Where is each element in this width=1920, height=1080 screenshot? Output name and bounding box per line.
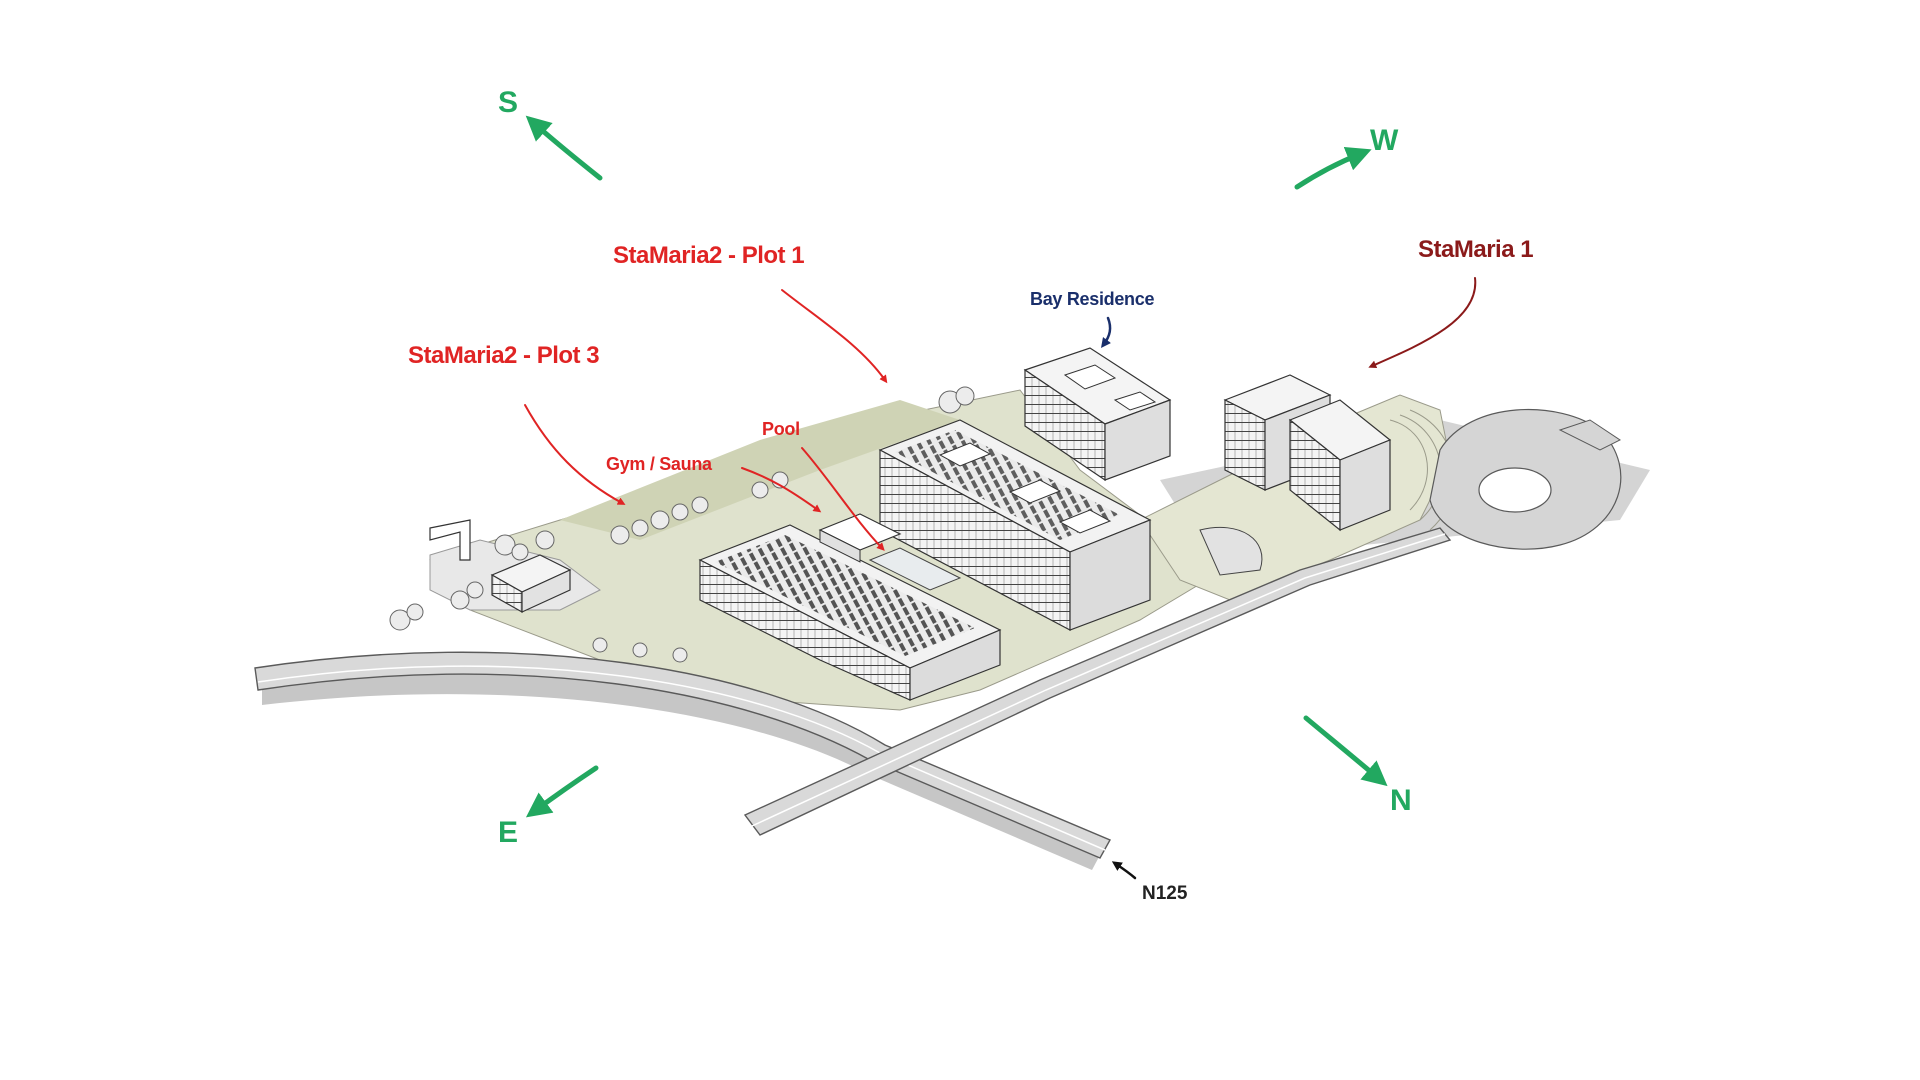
- compass-label-north: N: [1390, 784, 1412, 817]
- pool-pointer: [801, 447, 885, 551]
- roads: [254, 409, 1622, 870]
- label-pointers: [524, 277, 1477, 880]
- label-pool: Pool: [762, 419, 800, 439]
- label-stamaria2-plot3: StaMaria2 - Plot 3: [408, 342, 600, 369]
- label-stamaria2-plot1: StaMaria2 - Plot 1: [613, 242, 805, 269]
- stamaria-1-buildings: [1199, 374, 1392, 576]
- plot3-pointer: [524, 404, 626, 505]
- gym-pointer: [741, 467, 822, 513]
- plot1-pointer: [781, 289, 888, 384]
- plot-1-building: [878, 419, 1152, 631]
- label-road-n125: N125: [1142, 883, 1188, 904]
- label-stamaria1: StaMaria 1: [1418, 236, 1534, 263]
- west-arrow: [1294, 147, 1372, 190]
- label-bay-residence: Bay Residence: [1030, 289, 1155, 309]
- north-arrow: [1303, 715, 1388, 787]
- plot-3-building: [698, 513, 1002, 701]
- stamaria1-pointer: [1368, 277, 1477, 369]
- bay-residence-building: [1023, 347, 1172, 482]
- bay-pointer: [1101, 316, 1112, 349]
- south-arrow: [525, 115, 603, 181]
- label-gym-sauna: Gym / Sauna: [606, 454, 712, 474]
- compass-arrows: [525, 115, 1388, 818]
- east-arrow: [525, 765, 599, 818]
- compass-label-south: S: [498, 86, 519, 119]
- compass-label-east: E: [498, 816, 519, 849]
- compass-label-west: W: [1370, 124, 1399, 157]
- small-building-left: [429, 519, 572, 614]
- road-pointer: [1111, 861, 1137, 880]
